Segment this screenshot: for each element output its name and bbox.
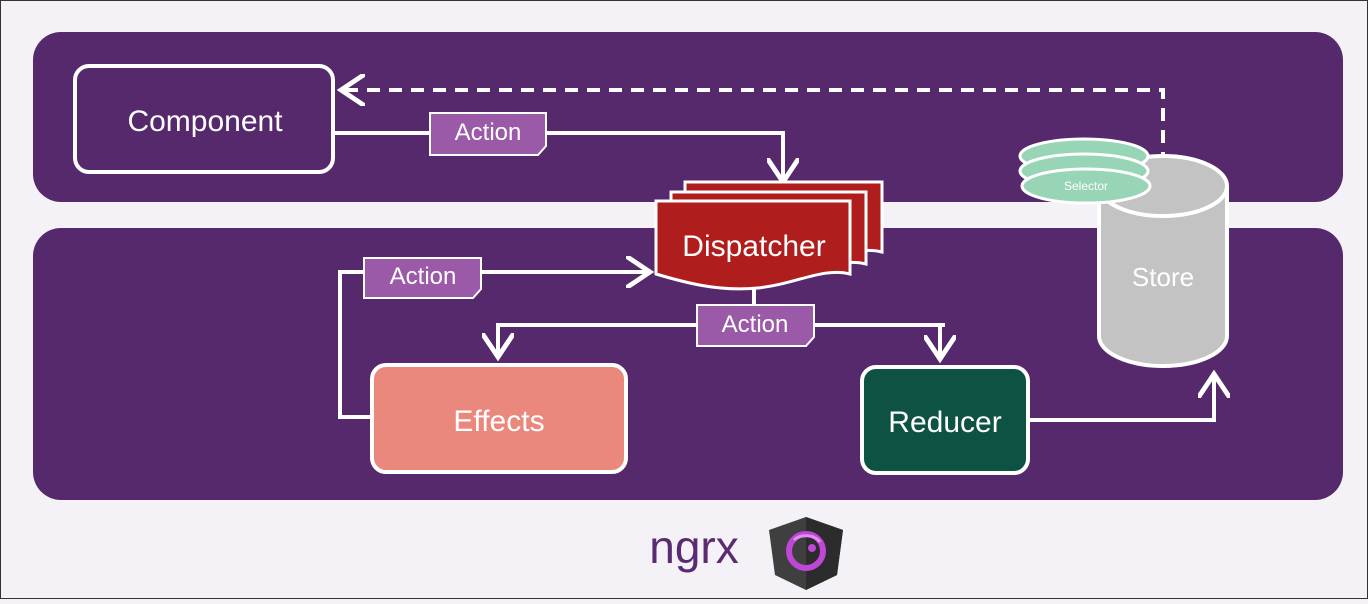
- selector-stack: Selector: [1018, 137, 1152, 205]
- reducer-node: Reducer: [860, 365, 1030, 475]
- reducer-to-store-arrow: [1030, 378, 1214, 422]
- action-tag-1-label: Action: [455, 119, 522, 146]
- store-to-component-dashed-arrow: [345, 90, 1165, 165]
- store-node: Store: [1097, 154, 1229, 368]
- effects-node: Effects: [370, 363, 628, 474]
- action-tag-2: Action: [363, 257, 482, 299]
- action-tag-3: Action: [696, 304, 815, 347]
- component-label: Component: [127, 105, 283, 138]
- action-tag-2-label: Action: [390, 263, 457, 290]
- component-node: Component: [73, 64, 335, 174]
- effects-label: Effects: [453, 405, 544, 438]
- ngrx-logo-icon: [769, 517, 843, 590]
- effects-to-dispatcher-arrow: [338, 272, 646, 419]
- dispatcher-label: Dispatcher: [682, 230, 825, 263]
- reducer-label: Reducer: [888, 406, 1001, 439]
- store-label: Store: [1132, 262, 1194, 292]
- selector-label: Selector: [1064, 179, 1108, 193]
- dispatcher-node: Dispatcher: [654, 180, 884, 291]
- ngrx-brand-text: ngrx: [649, 521, 738, 573]
- action-tag-3-label: Action: [722, 311, 789, 338]
- action-tag-1: Action: [429, 112, 547, 156]
